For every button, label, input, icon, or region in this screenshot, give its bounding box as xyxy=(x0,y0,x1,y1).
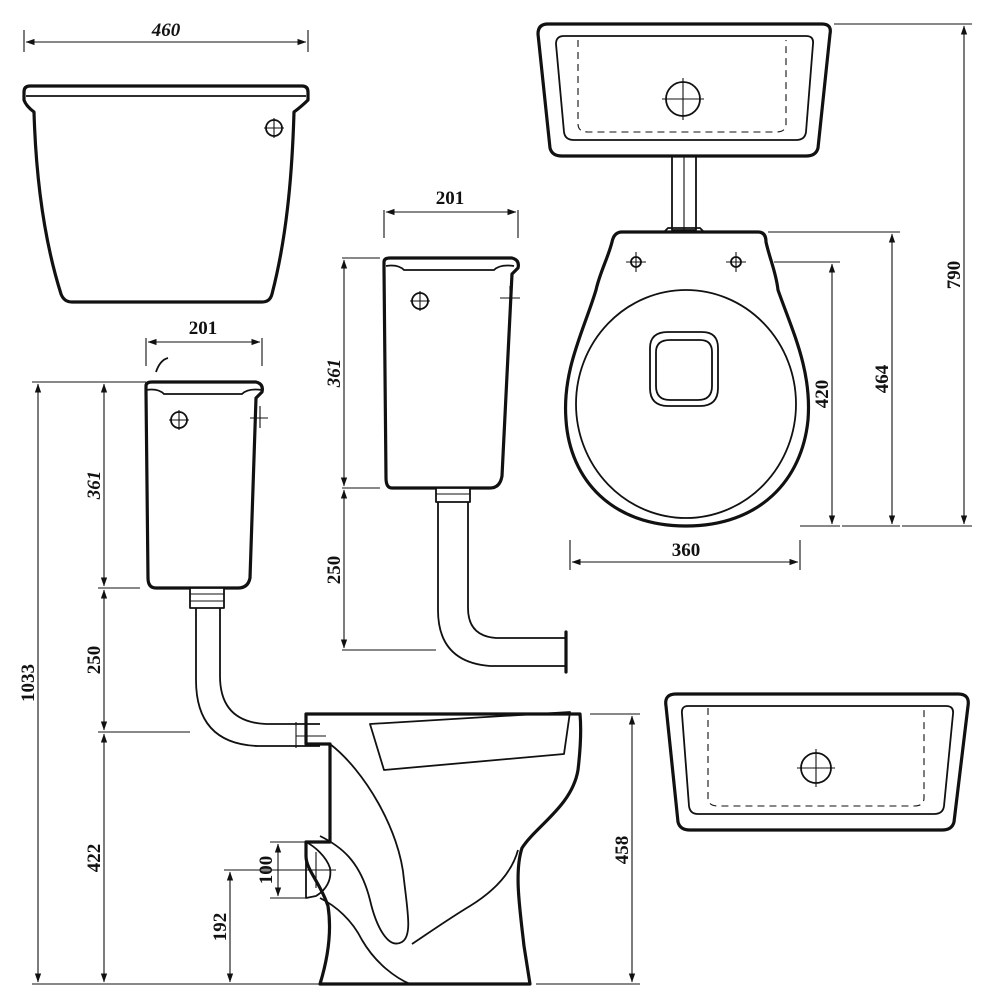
dim-line-458 xyxy=(536,713,640,985)
dim-pan-length: 464 xyxy=(872,364,893,393)
cistern-side-view-middle: 201 361 250 xyxy=(324,188,568,674)
flush-button-icon-middle xyxy=(410,291,430,311)
dim-line-420 xyxy=(774,261,840,527)
dim-seat-length: 420 xyxy=(812,380,833,409)
dim-line-250-middle xyxy=(340,489,436,651)
dim-line-361-side xyxy=(98,383,140,589)
dim-line-464 xyxy=(768,231,900,527)
dim-line-201-middle xyxy=(383,208,519,238)
dim-line-192 xyxy=(224,869,300,983)
dim-overall-depth: 790 xyxy=(944,261,965,290)
dim-line-201-side xyxy=(145,338,263,366)
dim-outlet-diameter: 100 xyxy=(256,856,277,885)
dim-outlet-height: 192 xyxy=(210,913,231,942)
side-elevation-assembly: 201 1033 361 250 422 192 xyxy=(18,318,640,986)
flush-button-icon-side xyxy=(169,410,189,430)
dim-bowl-rim-height: 422 xyxy=(84,844,105,873)
flush-button-icon xyxy=(264,118,284,138)
dim-top-cistern-width: 460 xyxy=(151,20,181,41)
dim-line-250-side xyxy=(98,589,190,733)
dim-side-cistern-depth-a: 201 xyxy=(189,318,218,339)
dim-cistern-height-b: 361 xyxy=(324,359,345,389)
dim-line-361-middle xyxy=(340,257,380,489)
cistern-lid-plan xyxy=(664,692,970,832)
dim-pipe-length-a: 250 xyxy=(84,646,105,675)
dim-side-cistern-depth-b: 201 xyxy=(436,188,465,209)
dim-line-360 xyxy=(569,540,801,570)
dim-line-460 xyxy=(23,30,309,52)
plan-view: 360 420 464 790 xyxy=(536,22,972,570)
dim-total-height: 1033 xyxy=(18,664,39,702)
dim-pipe-length-b: 250 xyxy=(324,556,345,585)
dim-line-790 xyxy=(834,23,972,527)
hinge-fixing-icons xyxy=(626,252,746,272)
dim-seat-width: 360 xyxy=(672,540,701,561)
cistern-front-view: 460 xyxy=(22,20,310,304)
flush-button-icon-top xyxy=(662,78,704,120)
dim-pan-height: 458 xyxy=(612,836,633,865)
dim-cistern-height-a: 361 xyxy=(84,471,105,501)
flush-button-icon-lid xyxy=(797,749,835,787)
dim-line-1033 xyxy=(32,381,320,985)
dim-line-100 xyxy=(270,841,306,899)
